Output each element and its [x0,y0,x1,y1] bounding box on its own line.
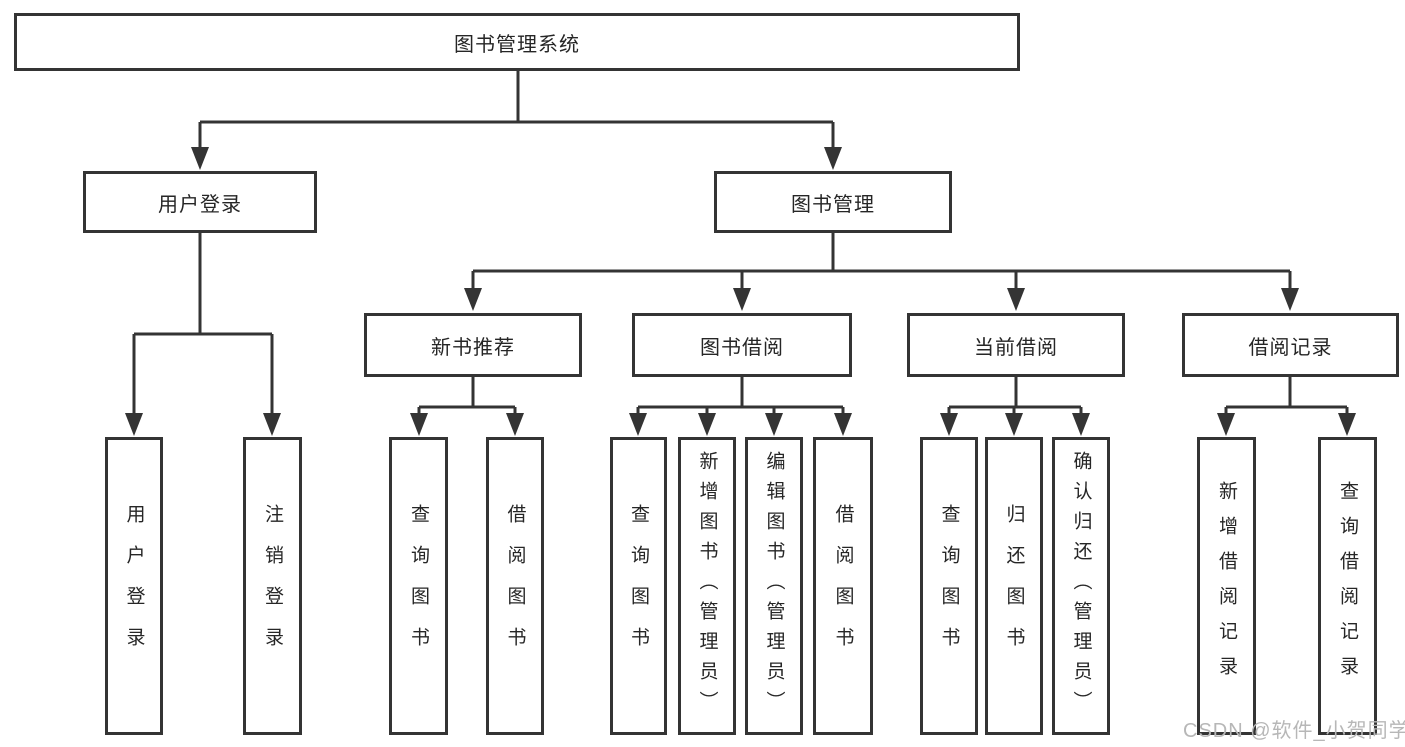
arrowhead-to-leaf-logout [263,413,281,436]
node-root-system: 图书管理系统 [14,13,1020,71]
node-new-book-recommend-label: 新书推荐 [431,336,515,359]
leaf-borrow-borrow-book-label: 借阅图书 [832,504,854,668]
node-new-book-recommend: 新书推荐 [364,313,582,377]
leaf-current-confirm-return-admin-label: 确认归还（管理员） [1070,451,1092,721]
leaf-recommend-borrow-book-label: 借阅图书 [504,504,526,668]
node-root-label: 图书管理系统 [454,33,580,56]
leaf-record-add-record-label: 新增借阅记录 [1216,481,1237,691]
connector-login-branch [132,233,274,416]
arrowhead-borrow-leaf-3 [765,413,783,436]
node-user-login: 用户登录 [83,171,317,233]
leaf-record-add-record: 新增借阅记录 [1197,437,1256,735]
leaf-logout-login-label: 注销登录 [262,504,283,668]
leaf-current-return-book: 归还图书 [985,437,1043,735]
arrowhead-to-book-management [824,147,842,170]
leaf-current-query-book-label: 查询图书 [938,504,960,668]
node-book-borrow-label: 图书借阅 [700,336,784,359]
arrowhead-to-current [1007,288,1025,311]
arrowhead-to-leaf-user-login [125,413,143,436]
leaf-current-return-book-label: 归还图书 [1003,504,1025,668]
leaf-current-query-book: 查询图书 [920,437,978,735]
leaf-recommend-query-book-label: 查询图书 [408,504,429,668]
arrowhead-borrow-leaf-4 [834,413,852,436]
leaf-user-login-label: 用户登录 [123,504,145,668]
leaf-borrow-borrow-book: 借阅图书 [813,437,873,735]
leaf-user-login: 用户登录 [105,437,163,735]
leaf-current-confirm-return-admin: 确认归还（管理员） [1052,437,1110,735]
node-book-borrow: 图书借阅 [632,313,852,377]
leaf-borrow-add-book-admin: 新增图书（管理员） [678,437,736,735]
connector-recommend-branch [417,377,517,416]
leaf-record-query-record: 查询借阅记录 [1318,437,1377,735]
arrowhead-to-borrow [733,288,751,311]
node-current-borrow: 当前借阅 [907,313,1125,377]
connector-record-branch [1224,377,1349,416]
arrowhead-to-record [1281,288,1299,311]
leaf-borrow-edit-book-admin-label: 编辑图书（管理员） [763,451,785,721]
watermark-text: CSDN @软件_小贺同学 [1183,720,1405,742]
leaf-logout-login: 注销登录 [243,437,302,735]
leaf-recommend-query-book: 查询图书 [389,437,448,735]
node-user-login-label: 用户登录 [158,193,242,216]
node-borrow-record-label: 借阅记录 [1248,336,1333,359]
arrowhead-borrow-leaf-2 [698,413,716,436]
connector-management-branch [471,233,1292,291]
node-book-management: 图书管理 [714,171,952,233]
node-borrow-record: 借阅记录 [1182,313,1399,377]
node-current-borrow-label: 当前借阅 [974,336,1058,359]
connector-root-branch [198,71,835,150]
connector-borrow-branch [636,377,845,416]
arrowhead-record-leaf-2 [1338,413,1356,436]
leaf-borrow-query-book-label: 查询图书 [628,504,649,668]
arrowhead-to-recommend [464,288,482,311]
arrowhead-recommend-leaf-2 [506,413,524,436]
arrowhead-current-leaf-1 [940,413,958,436]
leaf-borrow-edit-book-admin: 编辑图书（管理员） [745,437,803,735]
arrowhead-current-leaf-2 [1005,413,1023,436]
node-book-management-label: 图书管理 [791,193,875,216]
arrowhead-record-leaf-1 [1217,413,1235,436]
connector-current-branch [947,377,1083,416]
arrowhead-to-user-login [191,147,209,170]
leaf-recommend-borrow-book: 借阅图书 [486,437,544,735]
arrowhead-current-leaf-3 [1072,413,1090,436]
arrowhead-recommend-leaf-1 [410,413,428,436]
leaf-borrow-add-book-admin-label: 新增图书（管理员） [696,451,718,721]
leaf-borrow-query-book: 查询图书 [610,437,667,735]
arrowhead-borrow-leaf-1 [629,413,647,436]
leaf-record-query-record-label: 查询借阅记录 [1337,481,1358,691]
